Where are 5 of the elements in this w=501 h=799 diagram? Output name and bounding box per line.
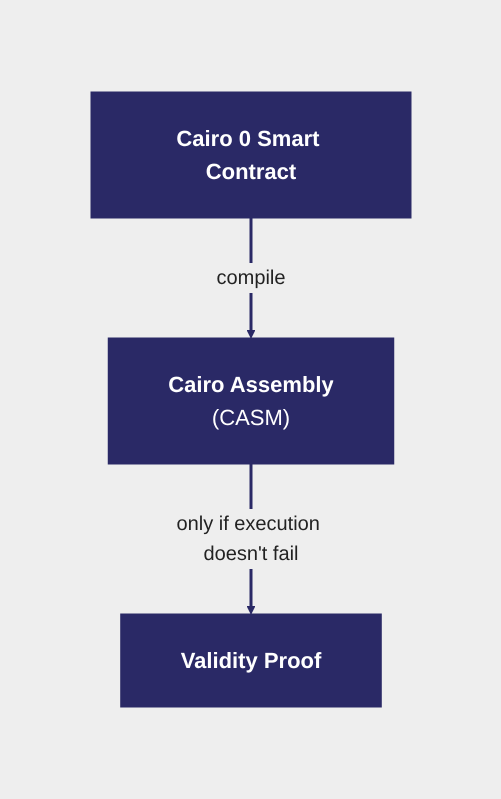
edge-label: only if execution doesn't fail bbox=[176, 513, 320, 565]
edge-label: compile bbox=[216, 267, 285, 289]
node-box: Cairo Assembly (CASM) bbox=[107, 338, 394, 464]
node-box: Cairo 0 Smart Contract bbox=[90, 92, 411, 218]
node-box: Validity Proof bbox=[120, 614, 382, 708]
